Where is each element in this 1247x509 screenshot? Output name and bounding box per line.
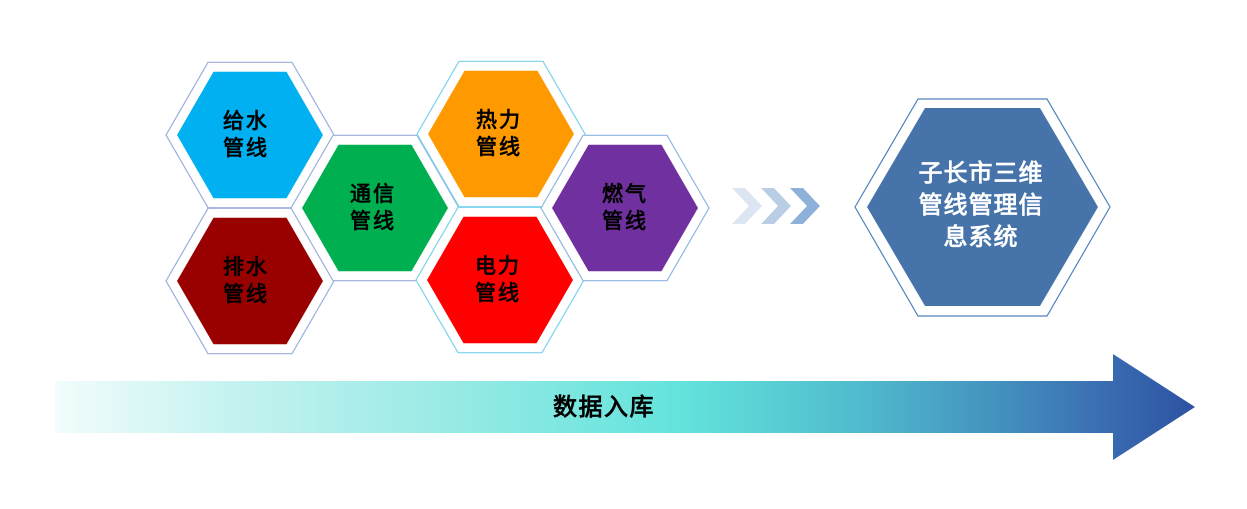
hex-fill — [427, 216, 573, 344]
arrow-right-icon — [55, 354, 1195, 460]
pipeline-hex-telecom: 通信 管线 — [290, 134, 460, 282]
hex-fill — [428, 70, 574, 198]
hex-label-line-2: 管线 — [223, 282, 269, 306]
hex-label-line-1: 给水 — [223, 109, 269, 133]
arrow-label: 数据入库 — [553, 393, 655, 421]
hex-fill — [867, 108, 1098, 306]
target-title-line-3: 息系统 — [944, 223, 1019, 251]
target-title-line-1: 子长市三维 — [919, 159, 1044, 187]
hex-label-line-1: 热力 — [476, 108, 522, 132]
pipeline-hex-heating: 热力 管线 — [416, 60, 586, 208]
chevron-right-icon — [790, 188, 820, 224]
pipeline-hex-drainage: 排水 管线 — [165, 207, 335, 355]
hex-fill — [302, 144, 448, 272]
hex-fill — [552, 144, 698, 272]
target-title-line-2: 管线管理信 — [919, 191, 1044, 219]
pipeline-hex-gas: 燃气 管线 — [540, 134, 710, 282]
hex-fill — [177, 217, 323, 345]
hex-label-line-2: 管线 — [602, 209, 648, 233]
data-ingest-arrow: 数据入库 — [55, 354, 1195, 460]
hex-label-line-2: 管线 — [475, 281, 521, 305]
hex-label-line-2: 管线 — [476, 135, 522, 159]
chevron-right-icon — [732, 188, 762, 224]
hex-label-line-2: 管线 — [350, 209, 396, 233]
flow-chevrons-icon — [732, 188, 820, 224]
chevron-right-icon — [761, 188, 791, 224]
hex-label-line-2: 管线 — [223, 136, 269, 160]
hex-label-line-1: 排水 — [223, 255, 269, 279]
target-system-hex: 子长市三维 管线管理信 息系统 — [854, 98, 1111, 317]
hex-label-line-1: 燃气 — [602, 182, 648, 206]
pipeline-hex-power: 电力 管线 — [415, 206, 585, 354]
hex-label-line-1: 通信 — [350, 182, 396, 206]
hex-label-line-1: 电力 — [475, 254, 521, 278]
hex-fill — [177, 71, 323, 199]
